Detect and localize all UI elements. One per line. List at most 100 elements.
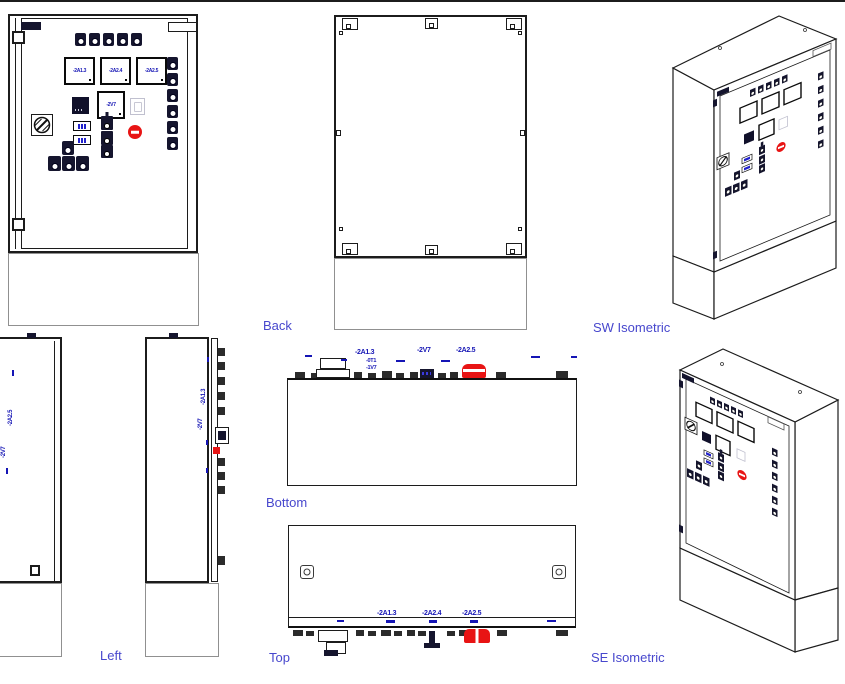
corner-fixing [518,227,522,231]
device-tag: -2V7 [106,102,116,108]
toggle-switch [101,131,113,145]
annotation-tag: -2A1.3 [355,349,375,356]
right-view-plinth [0,583,62,657]
view-label-sw-isometric: SW Isometric [593,320,671,335]
eyebolt [300,565,314,579]
control-button [76,156,89,171]
door-latch [215,427,229,444]
mounting-tab [342,18,358,30]
edge-component [368,373,376,378]
bottom-view-body [287,378,577,486]
edge-component [218,377,225,385]
annotation-tag: -2A2.5 [462,610,482,617]
edge-component [218,392,225,400]
control-button [167,57,178,70]
edge-component [311,373,319,378]
door-edge-line [54,341,55,581]
estop-bottom-profile [462,364,486,378]
edge-component [394,631,402,636]
display-2a2-5: -2A2.5 [136,57,167,85]
indicator-button [75,33,86,46]
drawing-top-border [0,0,845,2]
edge-component [218,348,225,356]
connector-pins [422,372,431,375]
annotation-tick [207,357,209,362]
front-view-cabinet: -2A1.3 -2A2.4 -2A2.5 -2V7 [8,14,198,253]
estop-top-profile [464,629,490,643]
toggle-switch [101,116,113,130]
left-view-door-edge [211,338,218,582]
control-button [167,105,178,118]
annotation-tag: -2A1.3 [377,610,397,617]
device-tag-vertical: -2V7 [1,446,7,458]
edge-component [218,472,225,480]
lifting-lug [169,333,178,338]
annotation-tick [341,359,347,361]
edge-component [438,373,446,378]
mounting-tab [342,243,358,255]
mounting-tab [506,18,522,30]
estop-side-profile [213,447,220,454]
front-frame-line [15,18,16,249]
edge-component [218,486,225,494]
se-isometric-view [678,348,840,653]
view-label-bottom: Bottom [266,495,308,510]
edge-component [306,631,314,636]
mounting-lug [336,130,341,136]
control-button [48,156,61,171]
selector-switch [73,121,91,131]
front-view-plinth [8,253,199,326]
display-2a1-3: -2A1.3 [64,57,95,85]
annotation-tag: -2V7 [417,347,431,354]
selector-switch [73,135,91,145]
control-button [167,89,178,102]
edge-component [218,407,225,415]
door-hinge-top [12,31,25,44]
annotation-tick [337,620,344,622]
edge-component [450,372,458,378]
corner-fixing [339,31,343,35]
edge-component [396,373,404,378]
annotation-tick [531,356,540,358]
brand-nameplate [21,22,41,30]
edge-component [410,372,418,378]
rotary-handle-profile [320,358,346,369]
device-tag: -2A1.3 [72,68,87,74]
main-rotary-switch-icon [31,114,53,136]
edge-component [218,362,225,370]
annotation-tick [470,620,478,623]
control-button [62,141,74,155]
device-tag-vertical: -2V7 [198,418,204,430]
annotation-tick [206,440,208,445]
rating-nameplate [168,22,197,32]
view-label-left: Left [100,648,122,663]
mounting-tab [425,245,438,255]
annotation-tag-sub: -1V7 [366,365,377,371]
edge-component [447,631,455,636]
edge-component [556,630,568,636]
device-tag-vertical: -2A2.5 [8,409,14,426]
annotation-tick [206,468,208,473]
edge-component [381,630,391,636]
display-2v7: -2V7 [97,91,125,119]
annotation-tick [396,360,405,362]
indicator-button [117,33,128,46]
rotary-handle-grip [324,650,338,656]
annotation-tick [305,355,312,357]
mounting-tab [425,18,438,29]
annotation-tag: -2A2.5 [456,347,476,354]
view-label-back: Back [263,318,292,333]
toggle-lever-base [424,643,440,648]
door-hinge-bottom [12,218,25,231]
edge-component [368,631,376,636]
view-label-se-isometric: SE Isometric [591,650,665,665]
annotation-tick [386,620,395,623]
control-button [167,121,178,134]
annotation-tag: -2A2.4 [422,610,442,617]
edge-component [418,631,426,636]
edge-component [407,630,415,636]
edge-component [295,372,305,378]
device-tag: -2A2.5 [144,68,159,74]
sw-isometric-view [671,15,838,320]
